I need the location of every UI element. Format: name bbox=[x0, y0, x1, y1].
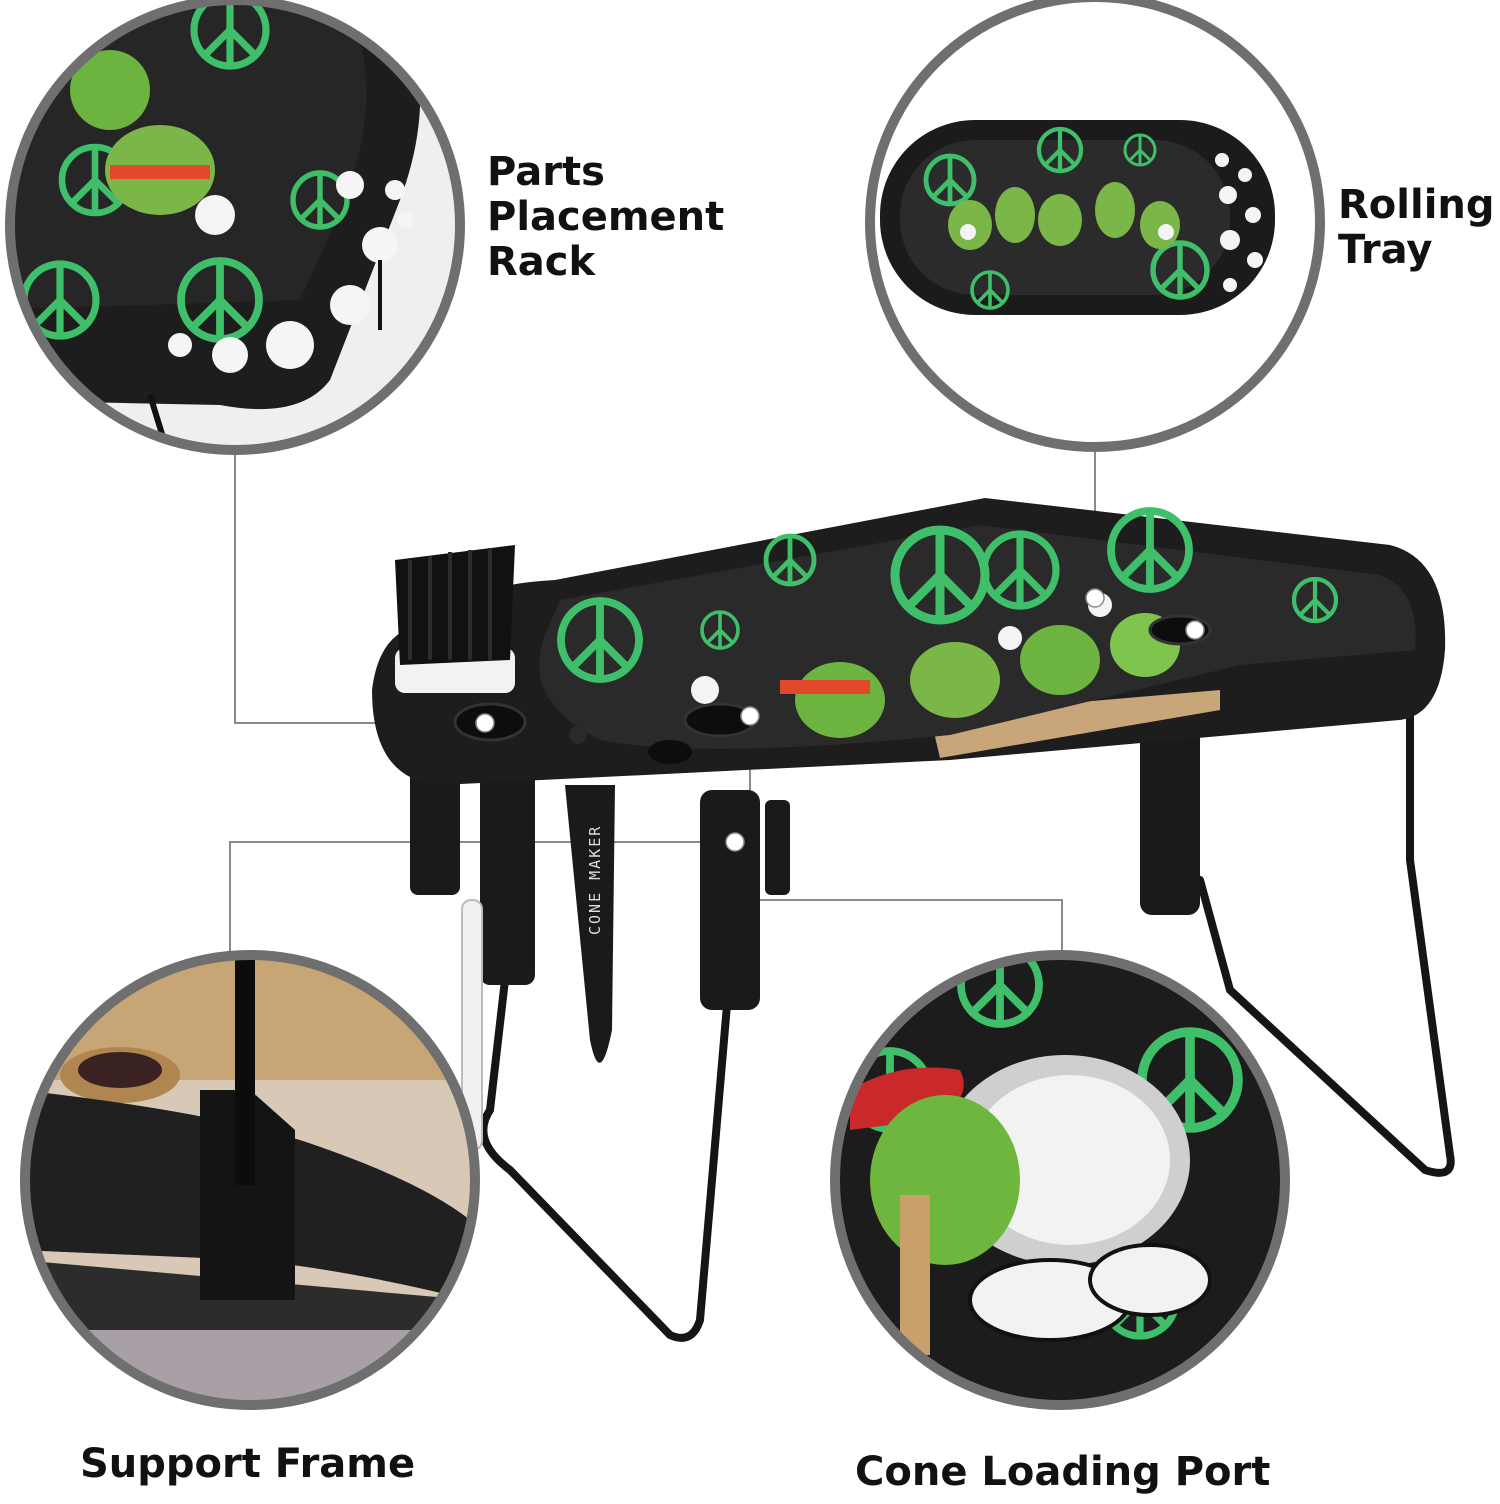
label-line: Parts bbox=[487, 149, 605, 195]
rolling-tray-ring bbox=[865, 0, 1325, 452]
tray-legs bbox=[410, 705, 1200, 1063]
rolling-tray-closeup bbox=[865, 0, 1325, 452]
rolling-tray-product: CONE MAKER bbox=[372, 498, 1455, 1342]
parts-placement-rack-label: Parts Placement Rack bbox=[487, 150, 724, 284]
cone-loading-port-ring bbox=[830, 950, 1290, 1410]
label-line: Placement bbox=[487, 193, 725, 240]
support-frame-closeup bbox=[20, 950, 480, 1410]
wire-support-frame bbox=[479, 708, 1455, 1342]
label-line: Tray bbox=[1338, 226, 1433, 273]
cone-maker-leg-text: CONE MAKER bbox=[586, 825, 604, 935]
cartoon-characters bbox=[691, 593, 1180, 738]
label-line: Rack bbox=[487, 238, 596, 285]
label-line: Rolling bbox=[1338, 182, 1495, 228]
tray-wood-strip bbox=[930, 690, 1220, 758]
tray-surface bbox=[539, 525, 1416, 749]
cone-loading-port-closeup bbox=[830, 950, 1290, 1410]
cleaning-brush bbox=[395, 545, 515, 693]
rolling-tray-label: Rolling Tray bbox=[1338, 183, 1495, 273]
support-frame-ring bbox=[20, 950, 480, 1410]
parts-rack-ring bbox=[5, 0, 465, 455]
connector-support-frame bbox=[229, 841, 735, 955]
support-frame-label: Support Frame bbox=[80, 1441, 416, 1487]
cone-loading-port-label: Cone Loading Port bbox=[855, 1449, 1271, 1495]
parts-rack-closeup bbox=[5, 0, 465, 455]
callout-dots bbox=[475, 588, 1205, 852]
